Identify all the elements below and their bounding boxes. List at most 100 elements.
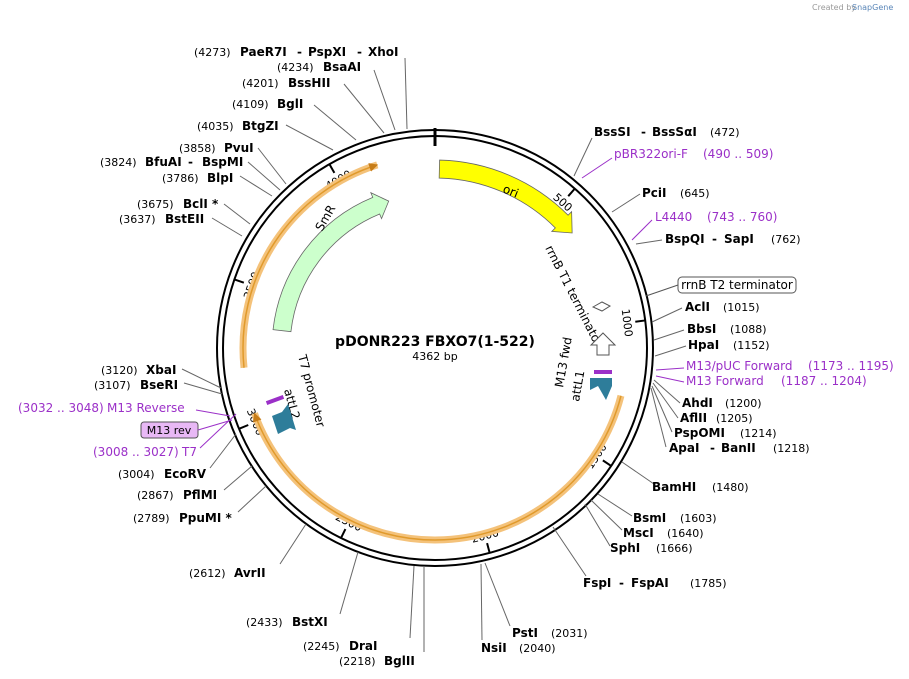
site-paer7i[interactable]: PaeR7I — [240, 45, 287, 59]
site-xbai-pos: (3120) — [101, 364, 138, 377]
site-bfuai[interactable]: BfuAI — [145, 155, 182, 169]
site-bsshii[interactable]: BssHII — [288, 76, 330, 90]
site-ecorv[interactable]: EcoRV — [164, 467, 207, 481]
tick-500 — [567, 187, 576, 197]
svg-text:-: - — [297, 45, 302, 59]
primer-t7[interactable]: T7 — [181, 445, 197, 459]
attl1-arrow-icon — [590, 378, 612, 400]
site-hpai-pos: (1152) — [733, 339, 770, 352]
site-pspxi[interactable]: PspXI — [308, 45, 346, 59]
svg-text:-: - — [641, 125, 646, 139]
site-acli-pos: (1015) — [723, 301, 760, 314]
site-blpi[interactable]: BlpI — [207, 171, 233, 185]
site-pflmi[interactable]: PflMI — [183, 488, 217, 502]
site-pvui[interactable]: PvuI — [224, 141, 254, 155]
site-apai-pos: (1218) — [773, 442, 810, 455]
site-fspai[interactable]: FspAI — [631, 576, 669, 590]
primer-m13-rev: M13 rev — [147, 424, 192, 437]
feature-label-rrnb-t1: rrnB T1 terminator — [542, 243, 605, 349]
feature-smr[interactable] — [272, 191, 390, 333]
site-fspi[interactable]: FspI — [583, 576, 611, 590]
site-bbsi[interactable]: BbsI — [687, 322, 716, 336]
site-sphi[interactable]: SphI — [610, 541, 640, 555]
site-bseri-pos: (3107) — [94, 379, 131, 392]
site-sapi[interactable]: SapI — [724, 232, 754, 246]
site-blpi-pos: (3786) — [162, 172, 199, 185]
site-aflii[interactable]: AflII — [680, 411, 707, 425]
plasmid-name: pDONR223 FBXO7(1-522) — [335, 334, 535, 350]
site-bcli-pos: (3675) — [137, 198, 174, 211]
feature-orange-cds-1-line — [253, 395, 622, 541]
site-hpai[interactable]: HpaI — [688, 338, 719, 352]
site-bspmi[interactable]: BspMI — [202, 155, 243, 169]
site-bspqi[interactable]: BspQI — [665, 232, 705, 246]
site-msci[interactable]: MscI — [623, 526, 654, 540]
tick-label-1000: 1000 — [619, 308, 636, 337]
m13-fwd-primer-bar — [594, 370, 612, 374]
tick-1500 — [602, 459, 612, 467]
site-bbsi-pos: (1088) — [730, 323, 767, 336]
primer-m13-forward[interactable]: M13 Forward — [686, 374, 764, 388]
site-drai[interactable]: DraI — [349, 639, 377, 653]
site-psti[interactable]: PstI — [512, 626, 538, 640]
site-banii[interactable]: BanII — [721, 441, 756, 455]
primer-m13-puc-forward[interactable]: M13/pUC Forward — [686, 359, 793, 373]
site-bsaai[interactable]: BsaAI — [323, 60, 361, 74]
site-bstxi-pos: (2433) — [246, 616, 283, 629]
site-avrii-pos: (2612) — [189, 567, 226, 580]
site-bsssi[interactable]: BssSI — [594, 125, 631, 139]
site-pvui-pos: (3858) — [179, 142, 216, 155]
site-bgli[interactable]: BglI — [277, 97, 303, 111]
site-bcli[interactable]: BclI * — [183, 197, 219, 211]
site-btgzi-pos: (4035) — [197, 120, 234, 133]
site-pflmi-pos: (2867) — [137, 489, 174, 502]
site-ppumi[interactable]: PpuMI * — [179, 511, 233, 525]
feature-group — [239, 159, 625, 544]
plasmid-length: 4362 bp — [412, 350, 457, 363]
tick-3000 — [238, 424, 249, 430]
site-bamhi-pos: (1480) — [712, 481, 749, 494]
site-bsteii[interactable]: BstEII — [165, 212, 204, 226]
site-bstxi[interactable]: BstXI — [292, 615, 328, 629]
site-btgzi[interactable]: BtgZI — [242, 119, 279, 133]
site-apai[interactable]: ApaI — [669, 441, 699, 455]
site-xhoi[interactable]: XhoI — [368, 45, 399, 59]
credit-brand: SnapGene — [852, 3, 893, 12]
site-paer7i-pos: (4273) — [194, 46, 231, 59]
primer-m13-reverse[interactable]: M13 Reverse — [107, 401, 185, 415]
site-avrii[interactable]: AvrII — [234, 566, 266, 580]
primer-l4440[interactable]: L4440 — [655, 210, 692, 224]
site-aflii-pos: (1205) — [716, 412, 753, 425]
feature-ori[interactable] — [438, 159, 573, 234]
site-bseri[interactable]: BseRI — [140, 378, 178, 392]
site-bsaai-pos: (4234) — [277, 61, 314, 74]
site-pspomi[interactable]: PspOMI — [674, 426, 725, 440]
site-bamhi[interactable]: BamHI — [652, 480, 696, 494]
primer-pbr322ori-f[interactable]: pBR322ori-F — [614, 147, 688, 161]
site-nsii[interactable]: NsiI — [481, 641, 507, 655]
primer-l4440-range: (743 .. 760) — [707, 210, 777, 224]
site-msci-pos: (1640) — [667, 527, 704, 540]
primer-m13-forward-range: (1187 .. 1204) — [781, 374, 867, 388]
svg-text:-: - — [619, 576, 624, 590]
primer-pbr322ori-f-range: (490 .. 509) — [703, 147, 773, 161]
site-ecorv-pos: (3004) — [118, 468, 155, 481]
site-bglii[interactable]: BglII — [384, 654, 415, 668]
site-bsmi[interactable]: BsmI — [633, 511, 666, 525]
terminator-arrow-icon — [589, 332, 617, 356]
primer-m13-reverse-range: (3032 .. 3048) — [18, 401, 104, 415]
site-pcii[interactable]: PciI — [642, 186, 667, 200]
site-xbai[interactable]: XbaI — [146, 363, 176, 377]
site-acli[interactable]: AclI — [685, 300, 710, 314]
primer-t7-range: (3008 .. 3027) — [93, 445, 179, 459]
primer-m13-puc-forward-range: (1173 .. 1195) — [808, 359, 894, 373]
sites-right: BssSI - BssSαI (472) pBR322ori-F (490 ..… — [480, 125, 894, 655]
site-pspomi-pos: (1214) — [740, 427, 777, 440]
site-ahdi[interactable]: AhdI — [682, 396, 713, 410]
site-bsteii-pos: (3637) — [119, 213, 156, 226]
feature-label-ori: ori — [501, 182, 521, 201]
rrnb-t1-marker — [591, 301, 612, 312]
svg-text:-: - — [357, 45, 362, 59]
site-bsssai[interactable]: BssSαI — [652, 125, 697, 139]
